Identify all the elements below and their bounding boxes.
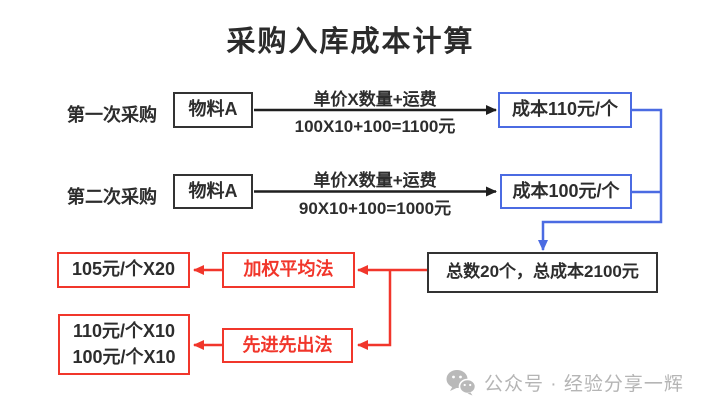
purchase2-cost-label: 成本100元/个: [512, 180, 620, 201]
page-title: 采购入库成本计算: [226, 26, 475, 58]
purchase1-formula-top: 单价X数量+运费: [313, 90, 437, 109]
purchase2-label: 第二次采购: [67, 187, 157, 207]
fifo-method-label: 先进先出法: [242, 334, 333, 355]
weighted-average-result-box: 105元/个X20: [57, 252, 190, 288]
purchase2-item-label: 物料A: [188, 180, 238, 201]
purchase1-formula-bottom: 100X10+100=1100元: [294, 117, 456, 136]
purchase2-formula-top: 单价X数量+运费: [313, 171, 437, 190]
purchase2-item-box: 物料A: [173, 174, 253, 209]
purchase2-cost-box: 成本100元/个: [500, 174, 632, 209]
fifo-result-line1: 110元/个X10: [72, 321, 176, 342]
weighted-average-method-label: 加权平均法: [243, 259, 334, 280]
fifo-result-box: 110元/个X10 100元/个X10: [58, 314, 190, 375]
fifo-method-box: 先进先出法: [222, 328, 353, 363]
purchase1-item-box: 物料A: [173, 92, 253, 128]
connector-branch-to-fifo: [357, 270, 392, 350]
purchase1-item-label: 物料A: [188, 99, 238, 120]
weighted-average-result-label: 105元/个X20: [71, 259, 176, 280]
fifo-result-line2: 100元/个X10: [72, 346, 176, 367]
total-box: 总数20个，总成本2100元: [427, 252, 658, 293]
purchase2-formula-bottom: 90X10+100=1000元: [298, 199, 452, 218]
watermark-text: 公众号 · 经验分享一辉: [484, 374, 684, 395]
wechat-icon: [446, 370, 476, 396]
total-label: 总数20个，总成本2100元: [446, 262, 639, 282]
weighted-average-method-box: 加权平均法: [222, 252, 355, 288]
connector-cost1-to-total: [538, 108, 663, 251]
purchase1-cost-label: 成本110元/个: [511, 99, 619, 120]
purchase1-cost-box: 成本110元/个: [498, 92, 632, 128]
watermark: 公众号 · 经验分享一辉: [446, 369, 684, 396]
purchase1-label: 第一次采购: [67, 105, 157, 125]
